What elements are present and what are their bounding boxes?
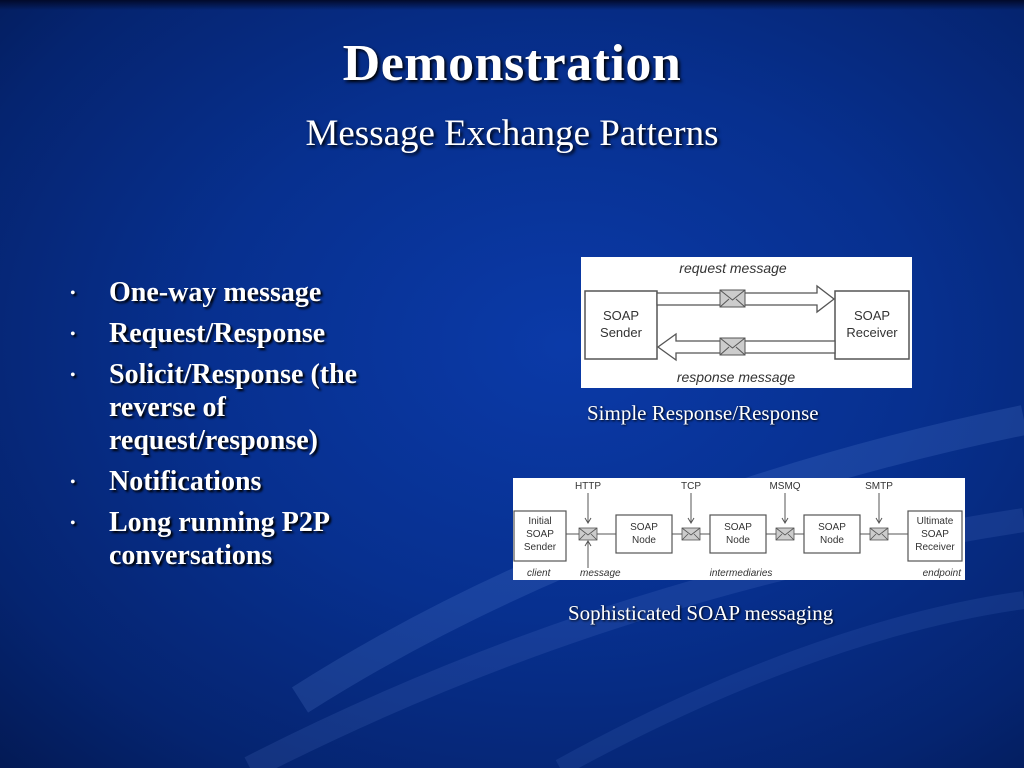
- bullet-dot: •: [70, 515, 76, 532]
- request-message-label: request message: [679, 260, 787, 276]
- bullet-dot: •: [70, 367, 76, 384]
- intermediaries-label: intermediaries: [710, 568, 773, 579]
- bullet-text: Long running P2P conversations: [109, 507, 329, 571]
- bullet-dot: •: [70, 326, 76, 343]
- initial-sender-line1: Initial: [528, 516, 551, 527]
- soap-receiver-box: [834, 290, 910, 360]
- soap-receiver-line1: SOAP: [854, 308, 890, 323]
- ultimate-receiver-line3: Receiver: [915, 542, 955, 553]
- soap-receiver-line2: Receiver: [846, 325, 898, 340]
- soap-node-box: [615, 514, 673, 554]
- bullet-item: • Request/Response: [68, 317, 428, 350]
- soap-node-box: [803, 514, 861, 554]
- diagram2-caption: Sophisticated SOAP messaging: [568, 601, 834, 625]
- soap-sender-box: [584, 290, 658, 360]
- initial-sender-line3: Sender: [524, 542, 557, 553]
- protocol-arrows: [584, 493, 883, 568]
- envelope-icon: [719, 337, 746, 356]
- initial-sender-box: [513, 510, 567, 562]
- message-label: message: [580, 568, 621, 579]
- envelope-icon: [869, 527, 889, 541]
- diagram1-caption: Simple Response/Response: [587, 401, 819, 425]
- client-label: client: [527, 568, 552, 579]
- soap-messaging-diagram: HTTP TCP MSMQ SMTP Initial SOAP Sender S…: [513, 478, 965, 580]
- soap-node-box: [709, 514, 767, 554]
- bullet-item: • Notifications: [68, 465, 428, 498]
- envelope-icon: [681, 527, 701, 541]
- protocol-label-tcp: TCP: [681, 481, 701, 492]
- soap-sender-line1: SOAP: [603, 308, 639, 323]
- protocol-label-smtp: SMTP: [865, 481, 893, 492]
- soap-node-line2: Node: [632, 535, 656, 546]
- bullet-item: • Long running P2P conversations: [68, 506, 428, 572]
- bullet-dot: •: [70, 285, 76, 302]
- protocol-label-msmq: MSMQ: [769, 481, 800, 492]
- slide-title: Demonstration: [342, 35, 682, 92]
- endpoint-label: endpoint: [923, 568, 963, 579]
- soap-node-line1: SOAP: [630, 522, 658, 533]
- bullet-item: • Solicit/Response (the reverse of reques…: [68, 358, 428, 457]
- bullet-text: One-way message: [109, 277, 322, 308]
- envelope-icon: [775, 527, 795, 541]
- initial-sender-line2: SOAP: [526, 529, 554, 540]
- envelope-icon: [719, 289, 746, 308]
- ultimate-receiver-line1: Ultimate: [917, 516, 954, 527]
- ultimate-receiver-line2: SOAP: [921, 529, 949, 540]
- ultimate-receiver-box: [907, 510, 963, 562]
- protocol-label-http: HTTP: [575, 481, 601, 492]
- soap-node-line2: Node: [820, 535, 844, 546]
- bullet-text: Solicit/Response (the reverse of request…: [109, 359, 358, 456]
- top-dark-band: [0, 0, 1024, 10]
- soap-node-line2: Node: [726, 535, 750, 546]
- bullet-text: Request/Response: [109, 318, 326, 349]
- response-message-label: response message: [677, 369, 796, 385]
- soap-sender-line2: Sender: [600, 325, 643, 340]
- bullet-text: Notifications: [109, 466, 262, 497]
- slide-subtitle: Message Exchange Patterns: [305, 113, 719, 154]
- soap-node-line1: SOAP: [818, 522, 846, 533]
- bullet-list: • One-way message • Request/Response • Soli…: [68, 276, 428, 580]
- envelope-icon: [578, 527, 598, 541]
- bullet-item: • One-way message: [68, 276, 428, 309]
- response-arrow: [656, 332, 836, 362]
- soap-node-line1: SOAP: [724, 522, 752, 533]
- simple-exchange-diagram: request message response message SOAP Se…: [581, 257, 912, 388]
- bullet-dot: •: [70, 474, 76, 491]
